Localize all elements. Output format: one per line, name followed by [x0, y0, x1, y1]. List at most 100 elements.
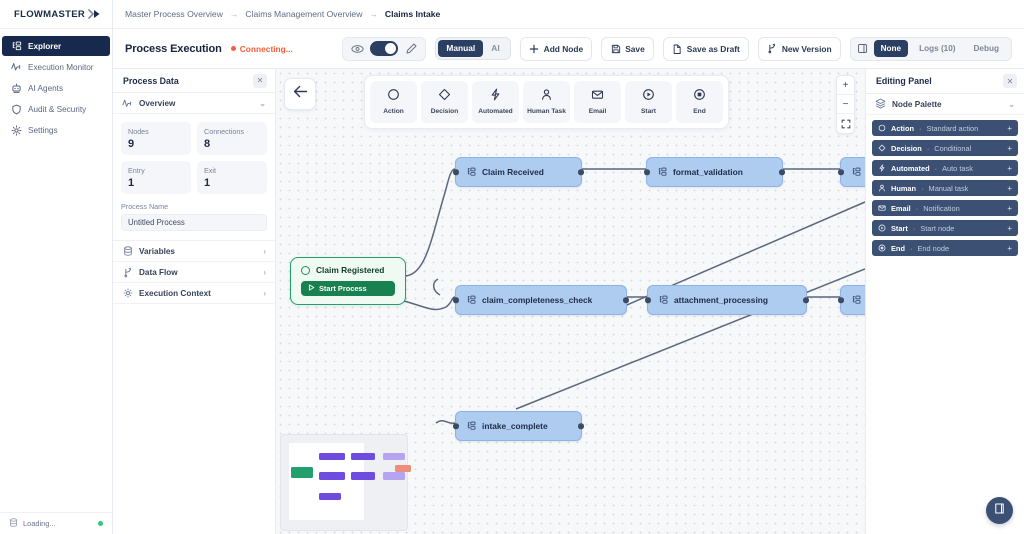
node-type-start[interactable]: Start: [625, 81, 672, 123]
add-node-button[interactable]: Add Node: [519, 36, 593, 61]
process-name-input[interactable]: Untitled Process: [121, 214, 267, 231]
node-type-automated[interactable]: Automated: [472, 81, 519, 123]
sidebar-item-execution-monitor[interactable]: Execution Monitor: [2, 57, 110, 77]
section-data-flow[interactable]: Data Flow ›: [113, 262, 275, 283]
node-port-left[interactable]: [453, 423, 459, 429]
preview-toggle[interactable]: [370, 41, 399, 56]
palette-item-action[interactable]: Action · Standard action +: [872, 120, 1018, 136]
mode-option-manual[interactable]: Manual: [438, 40, 484, 57]
node-port-right[interactable]: [623, 297, 629, 303]
back-button[interactable]: [284, 78, 316, 110]
sidebar-item-settings[interactable]: Settings: [2, 120, 110, 140]
palette-item-end[interactable]: End · End node +: [872, 240, 1018, 256]
node-port-left[interactable]: [453, 169, 459, 175]
node-type-human-task[interactable]: Human Task: [523, 81, 570, 123]
palette-item-start[interactable]: Start · Start node +: [872, 220, 1018, 236]
gear-icon: [122, 288, 133, 299]
chevron-down-icon: ⌄: [259, 98, 266, 108]
stop-circle-icon: [693, 88, 706, 106]
palette-separator: ·: [921, 183, 924, 193]
node-port-left[interactable]: [645, 297, 651, 303]
flow-node-claim-received[interactable]: Claim Received: [453, 157, 584, 187]
flow-node-intake-complete[interactable]: intake_complete: [453, 411, 584, 441]
close-icon[interactable]: ✕: [253, 73, 267, 88]
palette-add-icon[interactable]: +: [1007, 223, 1012, 233]
eye-icon[interactable]: [350, 42, 364, 56]
node-port-right[interactable]: [779, 169, 785, 175]
palette-item-email[interactable]: Email · Notification +: [872, 200, 1018, 216]
flow-node-claim-completeness-check[interactable]: claim_completeness_check: [453, 285, 629, 315]
log-option-debug[interactable]: Debug: [973, 44, 999, 53]
node-port-left[interactable]: [453, 297, 459, 303]
stat-label: Exit: [204, 166, 216, 175]
node-port-left[interactable]: [644, 169, 650, 175]
save-button[interactable]: Save: [601, 36, 654, 61]
palette-add-icon[interactable]: +: [1007, 123, 1012, 133]
palette-add-icon[interactable]: +: [1007, 243, 1012, 253]
sidebar-item-ai-agents[interactable]: AI Agents: [2, 78, 110, 98]
breadcrumb-item-2[interactable]: Claims Management Overview: [245, 9, 363, 19]
node-port-right[interactable]: [578, 169, 584, 175]
panel-icon[interactable]: [856, 42, 870, 56]
pencil-icon[interactable]: [404, 42, 418, 56]
double-chevron-right-icon: [88, 9, 101, 19]
log-option-none[interactable]: None: [873, 40, 909, 57]
flow-node-start[interactable]: Claim Registered Start Process: [290, 257, 406, 305]
section-execution-context[interactable]: Execution Context ›: [113, 283, 275, 304]
node-port-right[interactable]: [803, 297, 809, 303]
breadcrumb-item-1[interactable]: Master Process Overview: [125, 9, 223, 19]
palette-item-name: Start: [891, 223, 908, 233]
notes-fab-button[interactable]: [986, 497, 1013, 524]
stat-nodes: Nodes 9: [121, 122, 191, 155]
palette-add-icon[interactable]: +: [1007, 163, 1012, 173]
start-process-button[interactable]: Start Process: [301, 281, 395, 296]
palette-add-icon[interactable]: +: [1007, 203, 1012, 213]
task-icon: [467, 167, 477, 177]
node-port-right[interactable]: [578, 423, 584, 429]
process-data-sections: Variables › Data Flow › Ex: [113, 240, 275, 304]
sidebar-item-explorer[interactable]: Explorer: [2, 36, 110, 56]
envelope-icon: [878, 204, 886, 212]
palette-separator: ·: [934, 163, 938, 173]
diamond-icon: [878, 144, 886, 152]
close-icon[interactable]: ✕: [1003, 74, 1017, 88]
brand-logo[interactable]: FLOWMASTER: [0, 0, 112, 29]
task-icon: [467, 295, 477, 305]
palette-item-human[interactable]: Human · Manual task +: [872, 180, 1018, 196]
section-label: Execution Context: [139, 288, 211, 298]
status-label: Loading...: [23, 519, 56, 528]
flow-canvas[interactable]: Action Decision Automated Human Task: [276, 69, 865, 534]
overview-accordion[interactable]: Overview ⌄: [113, 93, 275, 114]
save-as-draft-button[interactable]: Save as Draft: [662, 36, 749, 61]
flow-node-clipped-top[interactable]: [838, 157, 865, 187]
section-variables[interactable]: Variables ›: [113, 241, 275, 262]
palette-item-desc: Standard action: [926, 123, 979, 133]
flow-node-attachment-processing[interactable]: attachment_processing: [645, 285, 809, 315]
palette-add-icon[interactable]: +: [1007, 183, 1012, 193]
flow-node-clipped-mid[interactable]: [838, 285, 865, 315]
fit-view-button[interactable]: [837, 114, 854, 133]
node-type-end[interactable]: End: [676, 81, 723, 123]
palette-item-automated[interactable]: Automated · Auto task +: [872, 160, 1018, 176]
overview-stats: Nodes 9 Connections 8 Entry 1 Exit 1: [113, 114, 275, 202]
node-port-left[interactable]: [838, 169, 844, 175]
log-option-logs[interactable]: Logs (10): [919, 44, 956, 53]
palette-item-decision[interactable]: Decision · Conditional +: [872, 140, 1018, 156]
person-icon: [878, 184, 886, 192]
stat-label: Nodes: [128, 127, 149, 136]
zoom-in-button[interactable]: +: [837, 76, 854, 95]
minimap[interactable]: [280, 434, 411, 531]
flow-node-format-validation[interactable]: format_validation: [644, 157, 785, 187]
node-palette-header[interactable]: Node Palette ⌄: [866, 94, 1024, 115]
node-port-left[interactable]: [838, 297, 844, 303]
breadcrumb-item-3[interactable]: Claims Intake: [384, 9, 441, 19]
sidebar-item-audit-security[interactable]: Audit & Security: [2, 99, 110, 119]
zoom-out-button[interactable]: −: [837, 95, 854, 114]
palette-add-icon[interactable]: +: [1007, 143, 1012, 153]
node-type-decision[interactable]: Decision: [421, 81, 468, 123]
new-version-button[interactable]: New Version: [757, 36, 841, 61]
mode-option-ai[interactable]: AI: [491, 43, 500, 53]
node-type-action[interactable]: Action: [370, 81, 417, 123]
sidebar-item-label: AI Agents: [28, 83, 64, 93]
node-type-email[interactable]: Email: [574, 81, 621, 123]
